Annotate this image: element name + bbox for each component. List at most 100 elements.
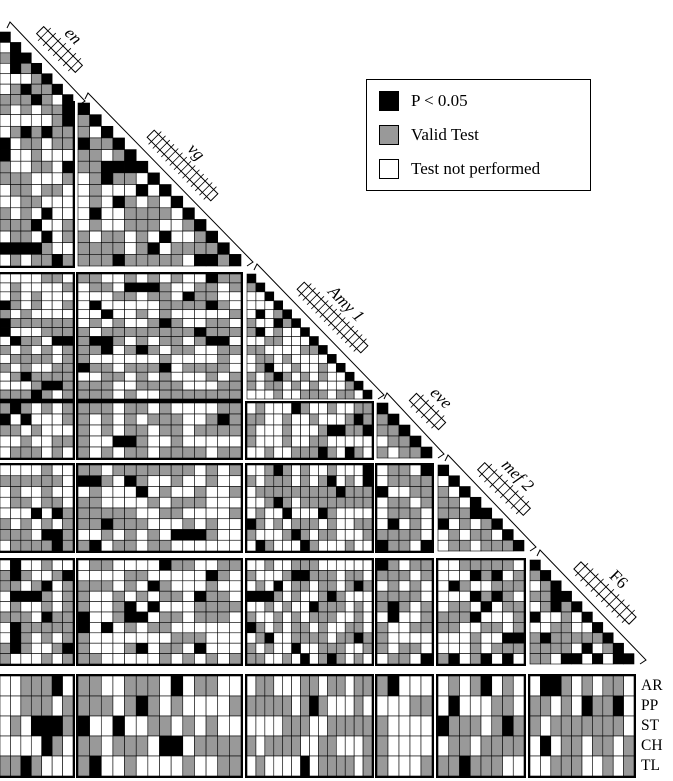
matrix-cell (291, 371, 301, 382)
matrix-cell (273, 371, 284, 382)
matrix-cell (335, 590, 346, 602)
track-cell (77, 755, 90, 777)
matrix-cell (20, 318, 32, 328)
matrix-cell (124, 389, 137, 400)
matrix-cell (282, 345, 292, 355)
matrix-cell (170, 539, 184, 552)
matrix-cell (30, 125, 43, 139)
matrix-cell (182, 207, 195, 220)
matrix-cell (255, 642, 266, 654)
matrix-cell (409, 486, 422, 498)
matrix-cell (0, 125, 11, 139)
track-cell (264, 675, 275, 697)
matrix-cell (170, 362, 184, 373)
matrix-cell (135, 172, 149, 185)
matrix-cell (205, 345, 219, 355)
matrix-cell (100, 601, 114, 613)
matrix-cell (194, 336, 207, 346)
matrix-cell (318, 464, 328, 477)
matrix-cell (20, 446, 32, 459)
track-cell (282, 675, 292, 697)
matrix-cell (246, 601, 257, 613)
matrix-cell (170, 601, 184, 613)
matrix-cell (344, 389, 355, 400)
matrix-cell (135, 559, 149, 571)
matrix-cell (147, 601, 160, 613)
matrix-cell (147, 559, 160, 571)
matrix-cell (194, 380, 207, 391)
matrix-cell (194, 507, 207, 520)
matrix-cell (387, 496, 400, 509)
matrix-cell (159, 242, 172, 255)
matrix-cell (480, 642, 493, 654)
matrix-cell (344, 507, 355, 520)
matrix-cell (194, 282, 207, 293)
matrix-cell (10, 389, 22, 400)
matrix-cell (41, 611, 53, 623)
track-cell (300, 695, 310, 717)
track-cell (282, 755, 292, 777)
matrix-cell (20, 632, 32, 644)
matrix-cell (448, 611, 460, 623)
matrix-cell (30, 464, 43, 477)
track-cell (502, 675, 514, 697)
matrix-cell (264, 507, 275, 520)
matrix-cell (335, 622, 346, 634)
matrix-cell (502, 622, 514, 634)
matrix-cell (469, 642, 482, 654)
matrix-cell (387, 580, 400, 592)
matrix-cell (264, 345, 275, 355)
matrix-cell (20, 83, 32, 95)
track-cell (273, 755, 284, 777)
block-border (245, 463, 374, 553)
matrix-cell (246, 529, 257, 541)
matrix-cell (205, 446, 219, 459)
matrix-cell (20, 336, 32, 346)
track-cell (592, 695, 604, 717)
track-cell (10, 755, 22, 777)
matrix-cell (205, 291, 219, 302)
matrix-cell (246, 282, 257, 293)
matrix-cell (10, 300, 22, 311)
matrix-cell (30, 219, 43, 232)
matrix-cell (170, 424, 184, 437)
matrix-cell (217, 486, 230, 498)
track-cell (51, 695, 63, 717)
matrix-cell (124, 160, 137, 174)
matrix-cell (170, 464, 184, 477)
matrix-cell (159, 529, 172, 541)
matrix-cell (62, 389, 74, 400)
matrix-cell (291, 446, 301, 459)
matrix-cell (0, 518, 11, 530)
matrix-cell (448, 622, 460, 634)
matrix-cell (344, 518, 355, 530)
matrix-cell (51, 559, 63, 571)
site-tick (489, 474, 503, 488)
matrix-cell (205, 354, 219, 364)
matrix-cell (246, 611, 257, 623)
matrix-cell (300, 590, 310, 602)
matrix-cell (124, 559, 137, 571)
matrix-cell (41, 207, 53, 220)
matrix-cell (581, 653, 593, 665)
matrix-cell (135, 254, 149, 267)
matrix-cell (387, 518, 400, 530)
matrix-cell (282, 642, 292, 654)
matrix-cell (135, 601, 149, 613)
matrix-cell (398, 529, 411, 541)
matrix-cell (30, 507, 43, 520)
matrix-cell (217, 518, 230, 530)
matrix-cell (353, 570, 364, 582)
matrix-cell (448, 580, 460, 592)
matrix-cell (170, 380, 184, 391)
matrix-cell (100, 172, 114, 185)
matrix-cell (300, 446, 310, 459)
matrix-cell (362, 518, 373, 530)
track-cell (41, 695, 53, 717)
matrix-cell (112, 570, 125, 582)
matrix-cell (437, 496, 450, 509)
matrix-cell (77, 402, 90, 415)
matrix-cell (0, 362, 11, 373)
matrix-cell (246, 291, 257, 302)
matrix-cell (10, 518, 22, 530)
